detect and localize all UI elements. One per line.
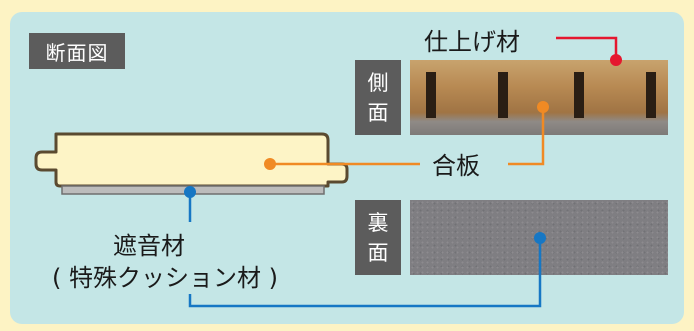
sound-marker-dot-board <box>184 186 196 198</box>
plywood-marker-dot-board <box>264 158 276 170</box>
back-view-tag-char-2: 面 <box>367 240 389 265</box>
groove-slot <box>498 72 508 118</box>
finish-leader-line <box>556 36 618 60</box>
side-view-photo <box>410 60 668 135</box>
groove-slot <box>426 72 436 118</box>
title-badge: 断面図 <box>29 33 125 69</box>
back-view-tag: 裏 面 <box>355 200 401 275</box>
finish-material-label: 仕上げ材 <box>424 28 520 56</box>
back-view-tag-char-1: 裏 <box>367 210 389 235</box>
sound-leader-line-down <box>188 238 542 308</box>
board-cross-section <box>34 132 349 188</box>
plywood-leader-line-right <box>508 107 545 166</box>
plywood-marker-dot-photo <box>537 101 549 113</box>
cushion-material-label: ( 特殊クッション材 ) <box>52 264 278 292</box>
groove-slot <box>574 72 584 118</box>
groove-slot <box>646 72 656 118</box>
plywood-label: 合板 <box>432 152 480 180</box>
side-view-tag: 側 面 <box>355 60 401 135</box>
sound-material-label: 遮音材 <box>113 232 185 260</box>
finish-marker-dot <box>610 54 622 66</box>
side-view-tag-char-1: 側 <box>367 70 389 95</box>
sound-marker-dot-photo <box>534 232 546 244</box>
side-view-tag-char-2: 面 <box>367 100 389 125</box>
